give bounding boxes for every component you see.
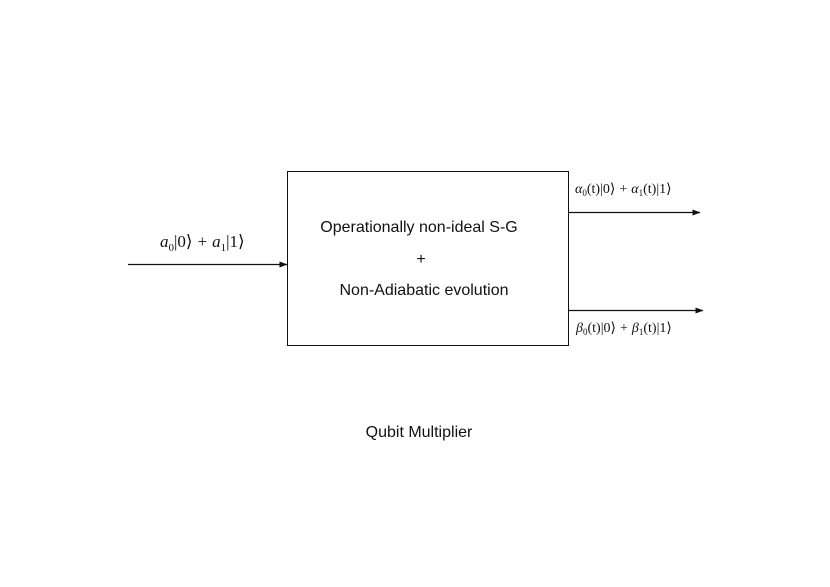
sub-alpha0: 0	[582, 188, 587, 198]
ket-1: |1⟩	[656, 182, 671, 197]
coef-beta1: β	[631, 321, 639, 336]
output-lower-label: β0(t)|0⟩+β1(t)|1⟩	[575, 321, 672, 337]
ket-0: |0⟩	[174, 232, 193, 251]
time-arg: (t)	[587, 321, 601, 336]
box-line-1: Operationally non-ideal S-G	[320, 219, 517, 236]
sub-beta1: 1	[639, 327, 644, 337]
coef-beta0: β	[575, 321, 583, 336]
coef-a0: a	[160, 232, 169, 251]
plus-sign: +	[198, 232, 208, 251]
box-line-3: Non-Adiabatic evolution	[340, 282, 509, 299]
box-line-2: +	[416, 251, 425, 268]
time-arg: (t)	[643, 182, 657, 197]
ket-1: |1⟩	[226, 232, 245, 251]
sub-alpha1: 1	[639, 188, 644, 198]
sub-a1: 1	[221, 242, 227, 254]
input-state-label: a0|0⟩+a1|1⟩	[160, 232, 245, 254]
coef-a1: a	[212, 232, 221, 251]
coef-alpha0: α	[575, 182, 583, 197]
ket-1: |1⟩	[657, 321, 672, 336]
output-upper-label: α0(t)|0⟩+α1(t)|1⟩	[575, 182, 672, 198]
time-arg: (t)	[643, 321, 657, 336]
coef-alpha1: α	[631, 182, 639, 197]
sub-a0: 0	[169, 242, 175, 254]
time-arg: (t)	[587, 182, 601, 197]
sub-beta0: 0	[583, 327, 588, 337]
process-box	[287, 171, 569, 346]
plus-sign: +	[619, 182, 627, 197]
ket-0: |0⟩	[601, 321, 616, 336]
plus-sign: +	[620, 321, 628, 336]
ket-0: |0⟩	[600, 182, 615, 197]
diagram-caption: Qubit Multiplier	[366, 424, 473, 441]
